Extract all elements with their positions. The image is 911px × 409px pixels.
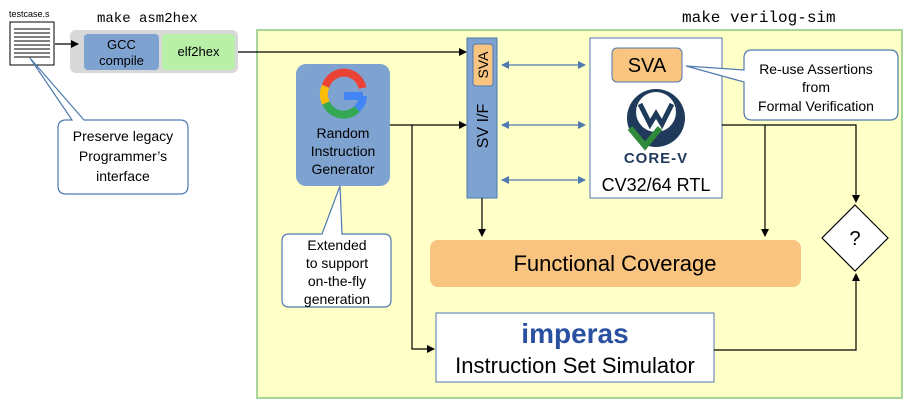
decision-label: ? bbox=[849, 228, 860, 250]
rig-line2: Instruction bbox=[311, 143, 376, 159]
iss-box bbox=[435, 312, 715, 383]
core-v-logo-icon bbox=[627, 89, 685, 151]
callout-legacy-line3: interface bbox=[96, 168, 150, 184]
callout-extended-line4: generation bbox=[304, 291, 370, 307]
arrow-rig-to-iss bbox=[411, 125, 435, 353]
callout-legacy-line1: Preserve legacy bbox=[73, 128, 173, 144]
testcase-file-icon bbox=[9, 21, 55, 66]
elf2hex-box bbox=[162, 34, 235, 70]
imperas-logo: imperas bbox=[521, 318, 628, 349]
callout-reuse-line3: Formal Verification bbox=[758, 98, 874, 114]
rig-box bbox=[296, 64, 390, 186]
callout-reuse bbox=[685, 49, 899, 121]
compile-label: compile bbox=[99, 53, 144, 68]
decision-diamond bbox=[821, 204, 889, 272]
arrow-rtl-to-decision bbox=[722, 124, 860, 203]
core-v-label: CORE-V bbox=[624, 150, 688, 167]
sva-small-label: SVA bbox=[475, 51, 491, 79]
functional-coverage-box bbox=[430, 240, 801, 287]
iss-label: Instruction Set Simulator bbox=[455, 353, 695, 378]
rig-line3: Generator bbox=[311, 161, 374, 177]
make-verilog-sim-label: make verilog-sim bbox=[682, 9, 836, 27]
callout-reuse-line1: Re-use Assertions bbox=[759, 61, 873, 77]
callout-reuse-line2: from bbox=[802, 79, 830, 95]
functional-coverage-label: Functional Coverage bbox=[513, 251, 716, 276]
make-asm2hex-label: make asm2hex bbox=[97, 11, 198, 27]
callout-extended-line1: Extended bbox=[307, 237, 366, 253]
rig-line1: Random bbox=[317, 125, 370, 141]
sva-big-label: SVA bbox=[628, 55, 667, 77]
elf2hex-label: elf2hex bbox=[178, 44, 220, 59]
callout-legacy bbox=[29, 57, 189, 195]
sva-big-box bbox=[611, 47, 683, 83]
callout-extended bbox=[281, 185, 392, 308]
callout-extended-line3: on-the-fly bbox=[308, 273, 366, 289]
sv-if-label: SV I/F bbox=[475, 104, 492, 149]
testcase-label: testcase.s bbox=[9, 9, 50, 19]
sva-small-box bbox=[472, 43, 494, 87]
google-g-icon bbox=[319, 68, 367, 119]
gcc-label: GCC bbox=[107, 37, 136, 52]
gcc-compile-box bbox=[84, 34, 159, 70]
callout-extended-line2: to support bbox=[306, 255, 368, 271]
rtl-label: CV32/64 RTL bbox=[602, 175, 711, 195]
arrow-iss-to-decision bbox=[714, 273, 860, 351]
callout-legacy-line2: Programmer’s bbox=[79, 148, 167, 164]
